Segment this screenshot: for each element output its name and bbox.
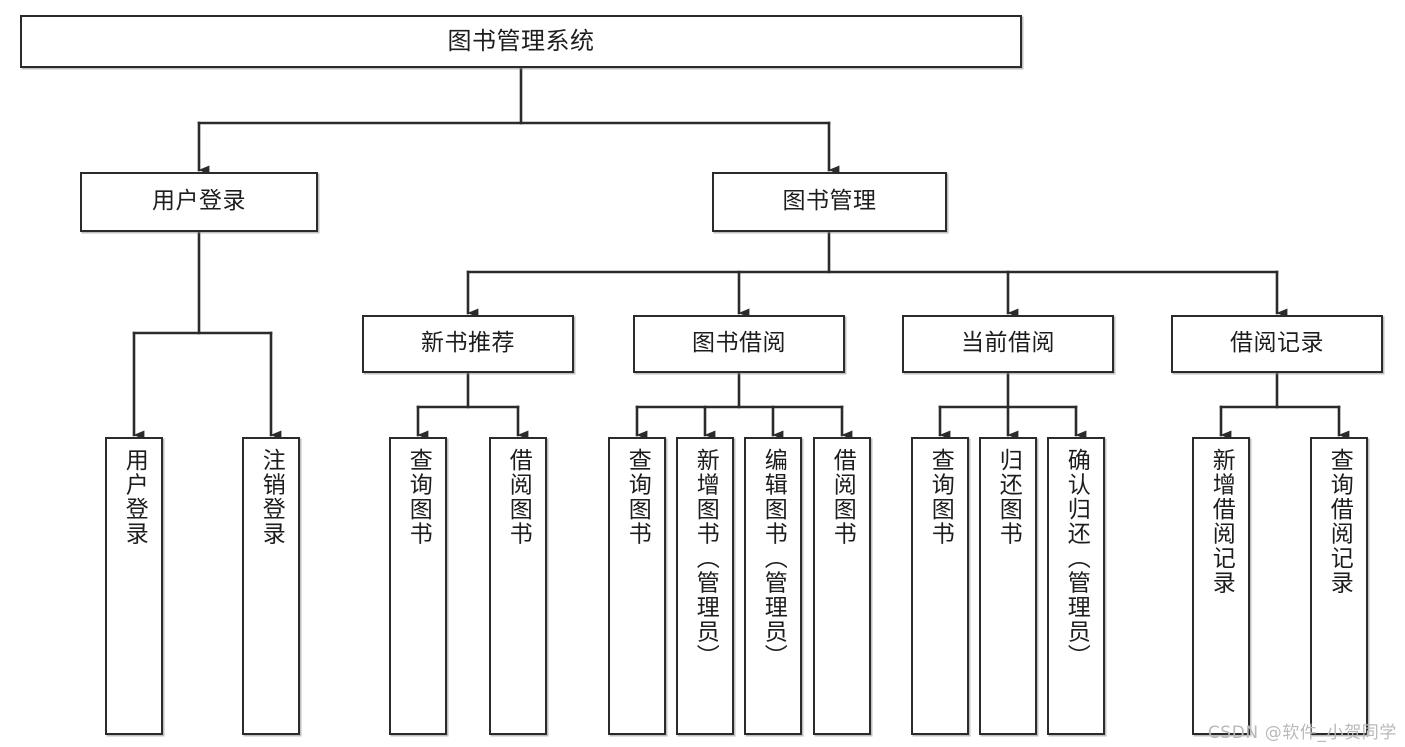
node-current-borrow-label: 当前借阅 [961, 330, 1055, 357]
node-leaf-borrow-book-2-label: 借阅图书 [829, 448, 856, 546]
node-leaf-edit-book-label: 编辑图书（管理员） [760, 448, 787, 669]
node-leaf-return-book-label: 归还图书 [995, 448, 1022, 546]
node-leaf-query-book-1[interactable]: 查询图书 [389, 437, 447, 735]
node-leaf-borrow-book-1[interactable]: 借阅图书 [489, 437, 547, 735]
node-borrow-record-label: 借阅记录 [1230, 330, 1324, 357]
node-leaf-query-record-label: 查询借阅记录 [1326, 448, 1353, 595]
node-leaf-user-login[interactable]: 用户登录 [105, 437, 163, 735]
node-user-login-label: 用户登录 [152, 188, 246, 215]
node-leaf-query-book-3-label: 查询图书 [927, 448, 954, 546]
node-leaf-query-record[interactable]: 查询借阅记录 [1310, 437, 1368, 735]
node-borrow-record[interactable]: 借阅记录 [1171, 315, 1383, 373]
node-leaf-user-login-label: 用户登录 [121, 448, 148, 546]
node-leaf-borrow-book-2[interactable]: 借阅图书 [813, 437, 871, 735]
node-book-borrow[interactable]: 图书借阅 [633, 315, 845, 373]
node-leaf-return-book[interactable]: 归还图书 [979, 437, 1037, 735]
node-leaf-confirm-return[interactable]: 确认归还（管理员） [1047, 437, 1105, 735]
node-leaf-add-book[interactable]: 新增图书（管理员） [676, 437, 734, 735]
node-leaf-logout[interactable]: 注销登录 [242, 437, 300, 735]
node-leaf-query-book-2-label: 查询图书 [624, 448, 651, 546]
node-leaf-add-record[interactable]: 新增借阅记录 [1192, 437, 1250, 735]
node-book-borrow-label: 图书借阅 [692, 330, 786, 357]
node-leaf-query-book-3[interactable]: 查询图书 [911, 437, 969, 735]
node-book-manage-label: 图书管理 [782, 188, 877, 215]
node-leaf-query-book-2[interactable]: 查询图书 [608, 437, 666, 735]
node-leaf-query-book-1-label: 查询图书 [405, 448, 432, 546]
node-leaf-edit-book[interactable]: 编辑图书（管理员） [744, 437, 802, 735]
node-new-book-rec-label: 新书推荐 [421, 330, 515, 357]
node-leaf-confirm-return-label: 确认归还（管理员） [1063, 448, 1090, 669]
node-leaf-logout-label: 注销登录 [258, 448, 285, 546]
node-root[interactable]: 图书管理系统 [20, 15, 1022, 68]
node-book-manage[interactable]: 图书管理 [712, 172, 947, 232]
node-leaf-add-record-label: 新增借阅记录 [1208, 448, 1235, 595]
node-current-borrow[interactable]: 当前借阅 [902, 315, 1114, 373]
csdn-watermark: CSDN @软件_小贺同学 [1207, 723, 1397, 743]
node-user-login[interactable]: 用户登录 [80, 172, 318, 232]
node-leaf-add-book-label: 新增图书（管理员） [692, 448, 719, 669]
node-leaf-borrow-book-1-label: 借阅图书 [505, 448, 532, 546]
node-new-book-rec[interactable]: 新书推荐 [362, 315, 574, 373]
node-root-label: 图书管理系统 [447, 27, 595, 56]
